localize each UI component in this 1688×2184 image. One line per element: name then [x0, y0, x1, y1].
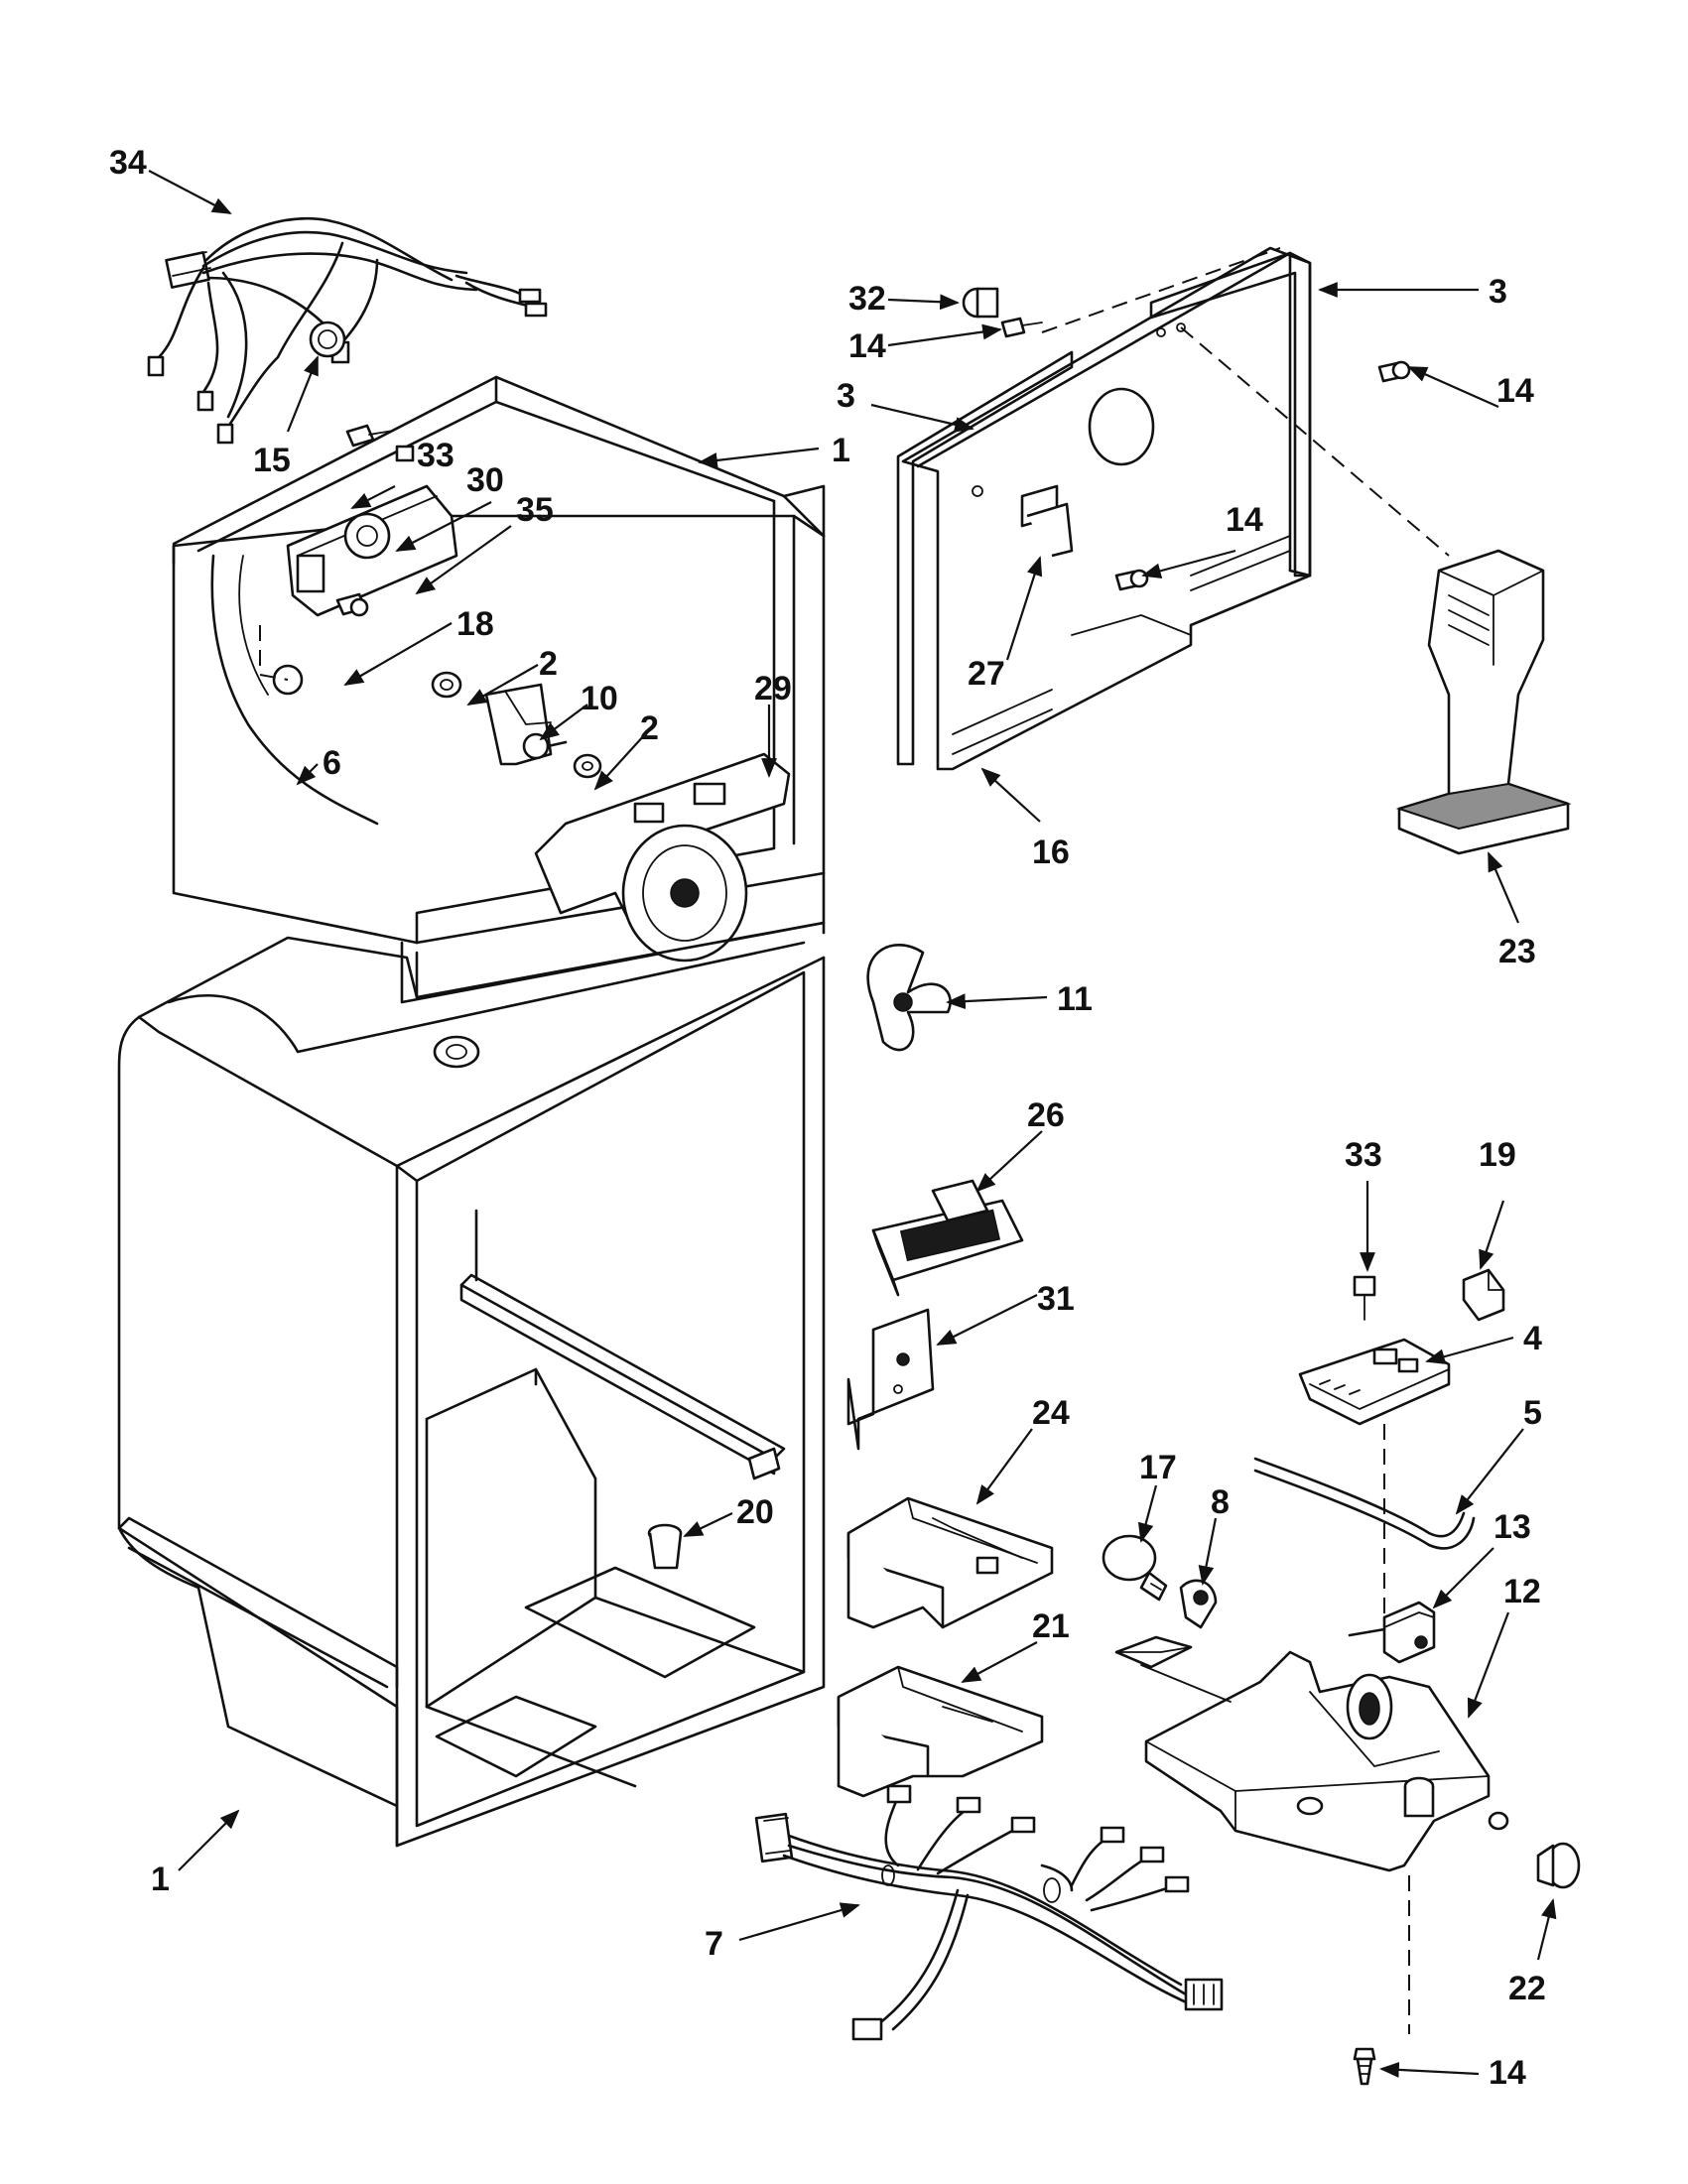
part-21-cover — [837, 1665, 1044, 1798]
part-33-screw-upper — [345, 424, 394, 448]
callout-29: 29 — [754, 670, 792, 707]
callout-6: 6 — [323, 744, 341, 782]
part-27-bracket — [1026, 502, 1074, 558]
part-35-control-housing — [286, 484, 458, 617]
callout-33-lower: 33 — [1345, 1136, 1382, 1174]
part-32-spacer — [962, 287, 999, 319]
part-31-plate — [846, 1308, 935, 1451]
callout-18: 18 — [456, 605, 494, 643]
part-14-screw-right — [1377, 360, 1411, 383]
part-11-fan-blade — [866, 944, 952, 1052]
callout-16: 16 — [1032, 834, 1070, 871]
callout-21: 21 — [1032, 1607, 1070, 1645]
callout-34: 34 — [109, 144, 147, 182]
callout-8: 8 — [1211, 1483, 1230, 1521]
part-19-clip — [1462, 1268, 1505, 1322]
part-7-wire-harness — [754, 1784, 1224, 2041]
part-29-fan-bracket — [534, 752, 791, 963]
part-5-drain-tube — [1253, 1457, 1476, 1550]
part-1-cabinet-body — [117, 921, 826, 1848]
callout-11: 11 — [1057, 980, 1093, 1018]
callout-17: 17 — [1139, 1449, 1177, 1486]
callout-labels: 34 15 1 33 30 35 18 2 10 2 29 6 32 14 3 … — [109, 144, 1546, 2092]
part-2-grommet-right — [573, 753, 602, 779]
callout-14-bottom: 14 — [1489, 2054, 1526, 2092]
part-4-control-board — [1298, 1338, 1451, 1426]
callout-13: 13 — [1493, 1508, 1531, 1546]
callout-15: 15 — [253, 442, 291, 479]
part-23-air-duct — [1395, 549, 1572, 855]
callout-3-left: 3 — [837, 377, 855, 415]
callout-10: 10 — [581, 680, 618, 717]
callout-14-right: 14 — [1496, 372, 1534, 410]
part-24-housing — [846, 1496, 1054, 1629]
callout-26: 26 — [1027, 1096, 1065, 1134]
part-20-plug — [647, 1523, 683, 1570]
callout-4: 4 — [1523, 1320, 1542, 1357]
part-3-gasket-left — [896, 350, 1074, 766]
callout-12: 12 — [1503, 1573, 1541, 1610]
callout-19: 19 — [1479, 1136, 1516, 1174]
callout-24: 24 — [1032, 1394, 1070, 1432]
callout-14-mid: 14 — [1226, 501, 1263, 539]
callout-20: 20 — [736, 1493, 774, 1531]
part-14-screw-bottom — [1353, 2047, 1376, 2086]
callout-35: 35 — [516, 491, 554, 529]
part-2-grommet-left — [431, 671, 462, 699]
callout-23: 23 — [1498, 933, 1536, 970]
part-16-rear-panel — [901, 246, 1312, 771]
callout-1-lower: 1 — [151, 1861, 170, 1898]
part-12-light-housing — [1114, 1635, 1509, 1872]
callout-30: 30 — [466, 461, 504, 499]
part-17-light-bulb — [1102, 1534, 1168, 1602]
callout-14-top: 14 — [848, 327, 886, 365]
part-3-gasket-right — [1149, 251, 1312, 578]
part-6-guide-line — [259, 625, 289, 681]
part-34-wire-harness — [147, 217, 548, 445]
callout-27: 27 — [968, 655, 1005, 693]
part-14-screw-top — [1000, 317, 1043, 338]
part-10-thermostat — [484, 683, 568, 766]
part-13-switch — [1348, 1601, 1436, 1664]
leader-lines — [148, 170, 1557, 2078]
callout-1-upper: 1 — [832, 432, 850, 469]
part-14-guide-line-top — [1041, 247, 1281, 333]
callout-7: 7 — [705, 1925, 723, 1963]
part-30-clip — [395, 445, 415, 462]
part-8-socket — [1179, 1579, 1218, 1629]
part-26-light-housing — [871, 1179, 1024, 1297]
part-14-screw-mid — [1114, 569, 1149, 591]
callout-22: 22 — [1508, 1970, 1546, 2007]
callout-3-right: 3 — [1489, 273, 1507, 311]
part-22-knob — [1536, 1842, 1581, 1889]
callout-2-left: 2 — [539, 645, 558, 683]
callout-31: 31 — [1037, 1280, 1075, 1318]
part-14-guide-line-right — [1180, 326, 1450, 557]
part-33-screw-lower — [1353, 1275, 1376, 1321]
callout-33-upper: 33 — [417, 437, 454, 474]
callout-32: 32 — [848, 280, 886, 318]
part-18-screw — [335, 592, 369, 617]
callout-5: 5 — [1523, 1394, 1542, 1432]
callout-2-right: 2 — [640, 709, 659, 747]
